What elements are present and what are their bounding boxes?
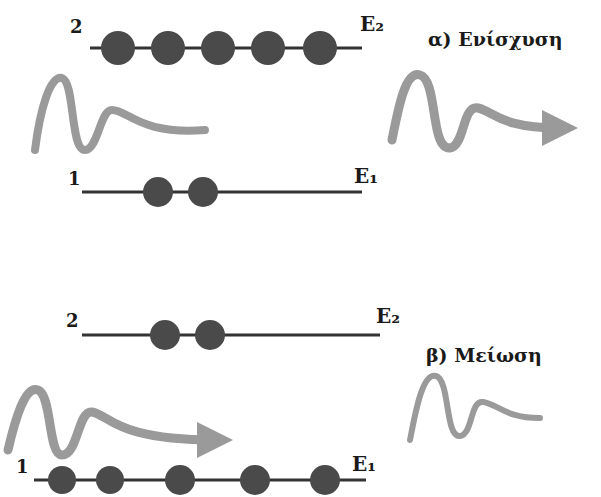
energy-label: E₂	[360, 14, 384, 34]
energy-label: E₂	[376, 306, 400, 326]
level-number: 1	[16, 458, 29, 476]
atoms	[150, 320, 225, 350]
input-wave	[35, 78, 205, 150]
amplified-wave	[392, 75, 560, 148]
energy-level	[82, 191, 362, 194]
energy-label: E₁	[354, 166, 378, 186]
input-wave	[8, 390, 215, 455]
atoms	[48, 465, 340, 495]
atoms	[101, 31, 337, 65]
level-number: 2	[66, 312, 79, 330]
panel-title: α) Ενίσχυση	[428, 30, 563, 49]
energy-level	[82, 334, 380, 337]
atoms	[143, 177, 218, 207]
panel-title: β) Μείωση	[426, 346, 542, 365]
level-number: 1	[68, 170, 81, 188]
attenuated-wave	[410, 376, 540, 440]
energy-label: E₁	[352, 454, 376, 474]
level-number: 2	[70, 18, 83, 36]
